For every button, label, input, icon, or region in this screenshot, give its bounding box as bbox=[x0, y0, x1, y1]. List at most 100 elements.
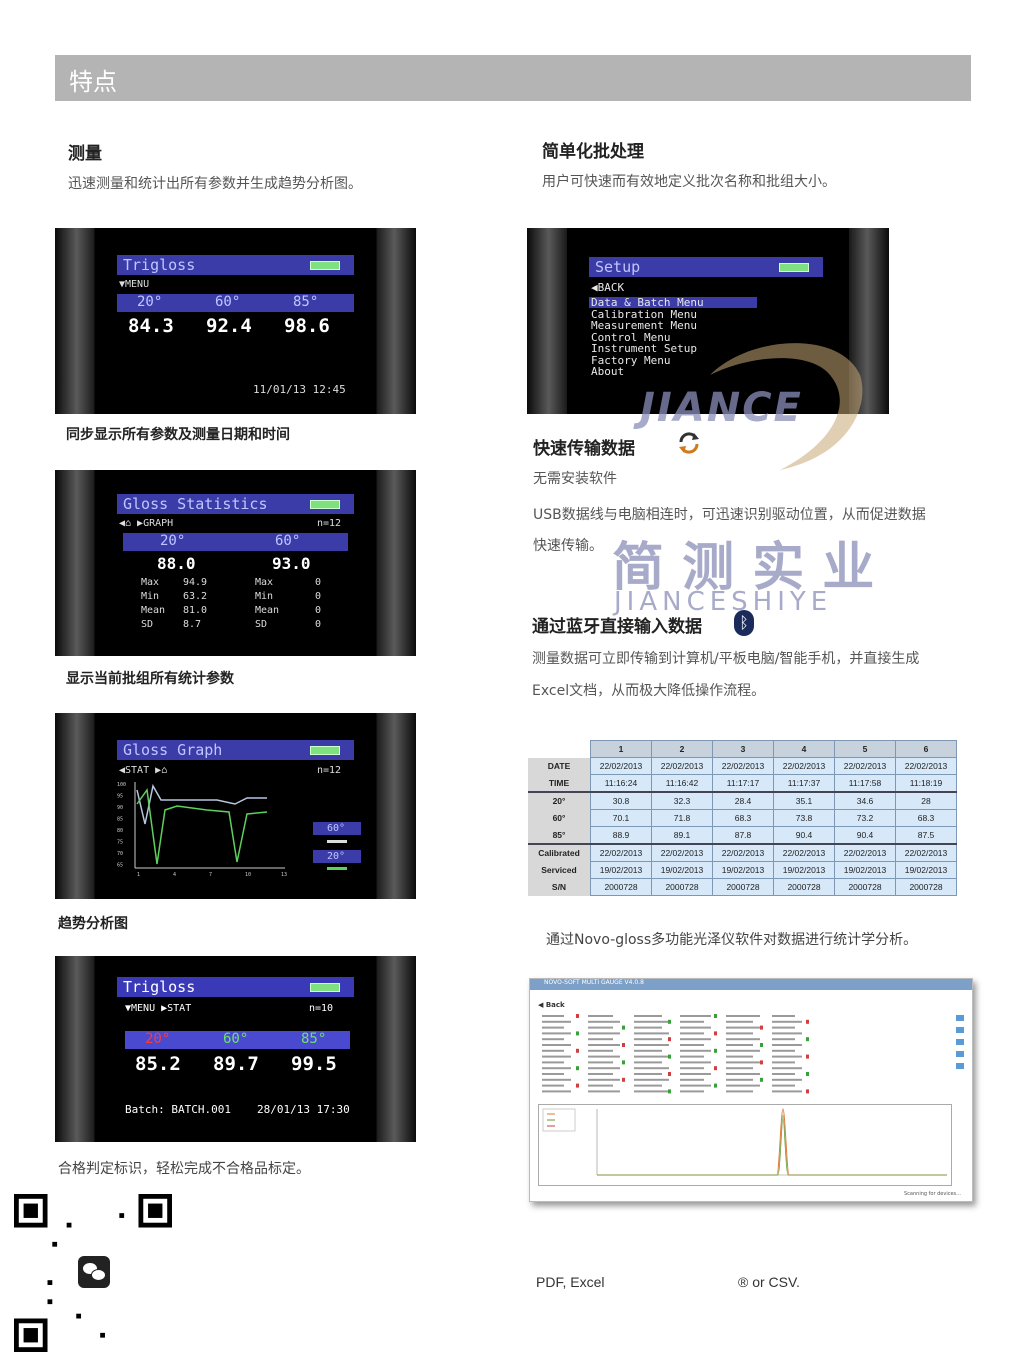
table-cell: 22/02/2013 bbox=[590, 757, 652, 775]
software-status-arrow bbox=[668, 1019, 671, 1024]
software-grid-cell bbox=[542, 1078, 571, 1081]
transfer-desc-2: 快速传输。 bbox=[533, 538, 603, 554]
table-cell: 22/02/2013 bbox=[773, 843, 835, 862]
series-60-line bbox=[136, 783, 267, 825]
watermark-cn: 简 测 实 业 bbox=[612, 538, 875, 598]
y-tick-label: 75 bbox=[117, 840, 123, 846]
statistics-device-image: Gloss Statistics ◀⌂ ▶GRAPH n=12 20° 60° … bbox=[55, 470, 416, 656]
software-grid-cell bbox=[542, 1015, 564, 1017]
angle-20: 20° bbox=[160, 533, 186, 549]
x-tick-label: 10 bbox=[245, 872, 251, 878]
software-grid-cell bbox=[542, 1044, 571, 1046]
qr-code bbox=[14, 1194, 172, 1352]
software-grid-cell bbox=[680, 1049, 711, 1052]
software-back-link: ◀ Back bbox=[538, 1001, 565, 1009]
screen-nav: ▼MENU ▶STAT bbox=[125, 1003, 192, 1014]
screen-nav: ◀STAT ▶⌂ bbox=[119, 765, 168, 776]
watermark-logo: JIANCE bbox=[640, 385, 803, 431]
sample-count: n=12 bbox=[317, 765, 342, 776]
watermark-swoosh bbox=[710, 343, 863, 470]
software-grid-cell bbox=[634, 1055, 669, 1058]
screen-title-bar: Setup bbox=[589, 257, 823, 277]
menu-nav: ▼MENU bbox=[119, 279, 150, 290]
battery-icon bbox=[310, 261, 340, 270]
software-grid-cell bbox=[726, 1032, 753, 1035]
software-grid-cell bbox=[772, 1073, 795, 1075]
software-grid-cell bbox=[680, 1026, 711, 1029]
screen-title: Gloss Statistics bbox=[123, 495, 268, 513]
legend-60: 60° bbox=[327, 823, 346, 834]
software-status-arrow bbox=[668, 1054, 671, 1059]
table-cell: 22/02/2013 bbox=[651, 843, 713, 862]
table-cell: 28.4 bbox=[712, 791, 774, 810]
stat-label: Min bbox=[141, 591, 160, 602]
software-grid-cell bbox=[634, 1032, 669, 1035]
value-60: 93.0 bbox=[272, 554, 311, 573]
software-grid-cell bbox=[772, 1044, 802, 1046]
y-tick-label: 85 bbox=[117, 817, 123, 823]
software-grid-cell bbox=[588, 1061, 613, 1064]
y-tick-label: 70 bbox=[117, 851, 123, 857]
table-cell: 11:17:17 bbox=[712, 774, 774, 793]
table-cell: 2000728 bbox=[590, 878, 652, 896]
screen-title-bar: Gloss Graph bbox=[117, 740, 354, 760]
software-grid-cell bbox=[542, 1020, 571, 1023]
software-data-grid bbox=[538, 1013, 826, 1099]
table-cell: 70.1 bbox=[590, 809, 652, 827]
software-grid-cell bbox=[680, 1084, 711, 1087]
legend-20-box bbox=[313, 850, 361, 863]
stat-label: SD bbox=[255, 619, 268, 630]
software-grid-cell bbox=[634, 1038, 662, 1041]
software-grid-cell bbox=[726, 1067, 753, 1070]
batch-title: 简单化批处理 bbox=[542, 142, 644, 162]
software-grid-cell bbox=[542, 1038, 564, 1041]
y-tick-label: 95 bbox=[117, 794, 123, 800]
measure-desc: 迅速测量和统计出所有参数并生成趋势分析图。 bbox=[68, 176, 362, 192]
selected-item-highlight bbox=[589, 297, 757, 308]
y-tick-label: 100 bbox=[117, 782, 126, 788]
software-grid-cell bbox=[634, 1061, 662, 1064]
x-tick-label: 13 bbox=[281, 872, 287, 878]
software-grid-cell bbox=[680, 1055, 704, 1058]
table-cell: 19/02/2013 bbox=[773, 861, 835, 879]
software-status-arrow bbox=[714, 1083, 717, 1088]
stat-label: Max bbox=[141, 577, 160, 588]
value-20: 84.3 bbox=[128, 315, 174, 337]
table-cell: 89.1 bbox=[651, 826, 713, 845]
software-status-arrow bbox=[576, 1083, 579, 1088]
table-cell: 30.8 bbox=[590, 791, 652, 810]
software-grid-cell bbox=[542, 1084, 564, 1087]
software-grid-cell bbox=[634, 1090, 669, 1093]
software-status-arrow bbox=[576, 1066, 579, 1071]
software-grid-cell bbox=[680, 1061, 711, 1064]
stat-label: SD bbox=[141, 619, 154, 630]
software-grid-cell bbox=[772, 1078, 802, 1081]
software-grid-cell bbox=[726, 1084, 760, 1087]
y-tick-label: 90 bbox=[117, 805, 123, 811]
screen2-caption: 显示当前批组所有统计参数 bbox=[66, 671, 234, 687]
device-screen: Gloss Statistics ◀⌂ ▶GRAPH n=12 20° 60° … bbox=[95, 473, 376, 653]
software-grid-cell bbox=[772, 1026, 795, 1029]
row-header: 85° bbox=[528, 826, 591, 844]
setup-menu-item: Measurement Menu bbox=[591, 319, 697, 332]
software-grid-cell bbox=[772, 1032, 802, 1035]
software-chart bbox=[538, 1104, 952, 1186]
table-cell: 22/02/2013 bbox=[712, 757, 774, 775]
software-grid-cell bbox=[726, 1061, 760, 1064]
software-status-arrow bbox=[760, 1025, 763, 1030]
stat-value-60: 0 bbox=[315, 605, 322, 616]
table-cell: 71.8 bbox=[651, 809, 713, 827]
measure-title: 测量 bbox=[68, 144, 102, 164]
stat-label: Mean bbox=[255, 605, 280, 616]
software-grid-cell bbox=[772, 1061, 795, 1064]
watermark-en: JIANCESHIYE bbox=[614, 587, 833, 617]
software-status-arrow bbox=[806, 1072, 809, 1076]
qr-module bbox=[66, 1222, 72, 1228]
